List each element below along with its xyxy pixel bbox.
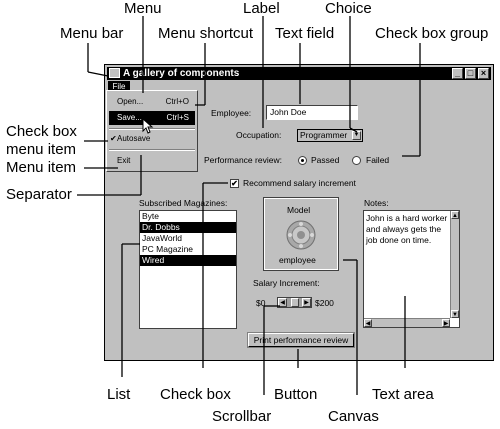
- menu-item-save[interactable]: Save... Ctrl+S: [109, 111, 195, 125]
- menu-separator: [109, 128, 195, 130]
- callout-menu-shortcut: Menu shortcut: [158, 25, 254, 42]
- employee-value: John Doe: [270, 107, 307, 117]
- callout-separator: Separator: [6, 186, 72, 203]
- callout-choice: Choice: [325, 0, 372, 17]
- salary-scrollbar[interactable]: ◀ ▶: [277, 297, 312, 308]
- callout-check-box-menu-item-line2: menu item: [6, 141, 77, 158]
- arrow-left-icon: ◀: [280, 300, 285, 306]
- salary-min: $0: [256, 298, 266, 308]
- scroll-up-button[interactable]: ▲: [451, 211, 459, 219]
- failed-label: Failed: [366, 155, 390, 165]
- close-icon: ×: [480, 68, 487, 78]
- notes-label: Notes:: [364, 198, 389, 208]
- scroll-right-button[interactable]: ▶: [302, 298, 311, 307]
- callout-button: Button: [274, 386, 318, 403]
- list-item[interactable]: PC Magazine: [142, 244, 194, 254]
- arrow-left-icon: ◀: [365, 321, 371, 327]
- scroll-down-button[interactable]: ▼: [451, 310, 459, 318]
- arrow-up-icon: ▲: [452, 213, 458, 219]
- check-icon: ✔: [231, 179, 238, 188]
- canvas-top-text: Model: [287, 205, 311, 215]
- salary-max: $200: [315, 298, 334, 308]
- list-item[interactable]: JavaWorld: [142, 233, 182, 243]
- mouse-cursor-icon: [142, 118, 154, 134]
- maximize-button[interactable]: □: [465, 68, 476, 79]
- performance-label: Performance review:: [204, 155, 282, 165]
- maximize-icon: □: [467, 68, 474, 78]
- callout-check-box-menu-item-line1: Check box: [6, 123, 77, 140]
- occupation-label: Occupation:: [236, 130, 282, 140]
- callout-text-field: Text field: [275, 25, 335, 42]
- minimize-button[interactable]: _: [452, 68, 463, 79]
- window-icon[interactable]: [109, 68, 120, 78]
- gear-icon: [286, 220, 316, 250]
- notes-vertical-scrollbar[interactable]: ▲ ▼: [450, 211, 459, 318]
- callout-text-area: Text area: [372, 386, 434, 403]
- callout-label: Label: [243, 0, 280, 17]
- callout-list: List: [107, 386, 131, 403]
- check-icon: ✔: [110, 134, 117, 143]
- close-button[interactable]: ×: [478, 68, 489, 79]
- arrow-right-icon: ▶: [443, 321, 449, 327]
- print-performance-review-button[interactable]: Print performance review: [247, 332, 355, 348]
- menu-item-label: Exit: [117, 156, 131, 165]
- menu-item-open[interactable]: Open... Ctrl+O: [109, 95, 195, 109]
- callout-check-box-group: Check box group: [375, 25, 489, 42]
- menu-item-label: Autosave: [117, 134, 151, 143]
- employee-label: Employee:: [211, 108, 252, 118]
- callout-menu-bar: Menu bar: [60, 25, 124, 42]
- scroll-left-button[interactable]: ◀: [364, 319, 372, 327]
- callout-menu: Menu: [124, 0, 162, 17]
- scroll-thumb[interactable]: [291, 298, 299, 307]
- menu-item-label: Save...: [117, 113, 142, 122]
- magazines-label: Subscribed Magazines:: [139, 198, 228, 208]
- occupation-choice[interactable]: Programmer ▼: [297, 129, 363, 142]
- list-item[interactable]: Byte: [142, 211, 160, 221]
- menu-separator: [109, 149, 195, 151]
- file-menu: Open... Ctrl+O Save... Ctrl+S ✔ Autosave…: [106, 90, 198, 172]
- callout-canvas: Canvas: [328, 408, 379, 425]
- occupation-value: Programmer: [300, 130, 348, 140]
- window-title: A gallery of components: [123, 68, 240, 79]
- notes-text-area[interactable]: John is a hard worker and always gets th…: [363, 210, 460, 328]
- menu-item-autosave[interactable]: ✔ Autosave: [109, 132, 195, 146]
- notes-text: John is a hard worker and always gets th…: [366, 213, 448, 245]
- canvas-bottom-text: employee: [279, 255, 316, 265]
- notes-horizontal-scrollbar[interactable]: ◀ ▶: [364, 318, 450, 327]
- model-canvas: Model employee: [263, 197, 339, 271]
- recommend-checkbox[interactable]: ✔: [230, 179, 239, 188]
- chevron-down-icon[interactable]: ▼: [352, 131, 361, 140]
- employee-text-field[interactable]: John Doe: [266, 105, 358, 120]
- scroll-left-button[interactable]: ◀: [278, 298, 287, 307]
- minimize-icon: _: [454, 68, 460, 78]
- menu-item-label: Open...: [117, 97, 144, 106]
- callout-menu-item: Menu item: [6, 159, 77, 176]
- menu-item-exit[interactable]: Exit: [109, 154, 195, 168]
- arrow-right-icon: ▶: [304, 300, 309, 306]
- menu-shortcut: Ctrl+O: [165, 97, 189, 106]
- list-item[interactable]: Dr. Dobbs: [140, 222, 236, 233]
- scroll-right-button[interactable]: ▶: [442, 319, 450, 327]
- recommend-label: Recommend salary increment: [243, 178, 356, 188]
- callout-scrollbar: Scrollbar: [212, 408, 272, 425]
- salary-label: Salary Increment:: [253, 278, 320, 288]
- list-item[interactable]: Wired: [140, 255, 236, 266]
- callout-check-box: Check box: [160, 386, 231, 403]
- arrow-down-icon: ▼: [452, 312, 458, 318]
- magazines-list[interactable]: Byte Dr. Dobbs JavaWorld PC Magazine Wir…: [139, 210, 237, 329]
- menu-shortcut: Ctrl+S: [166, 113, 189, 122]
- title-bar[interactable]: A gallery of components _ □ ×: [107, 67, 491, 80]
- failed-radio[interactable]: [352, 156, 361, 165]
- passed-radio[interactable]: [298, 156, 307, 165]
- passed-label: Passed: [311, 155, 340, 165]
